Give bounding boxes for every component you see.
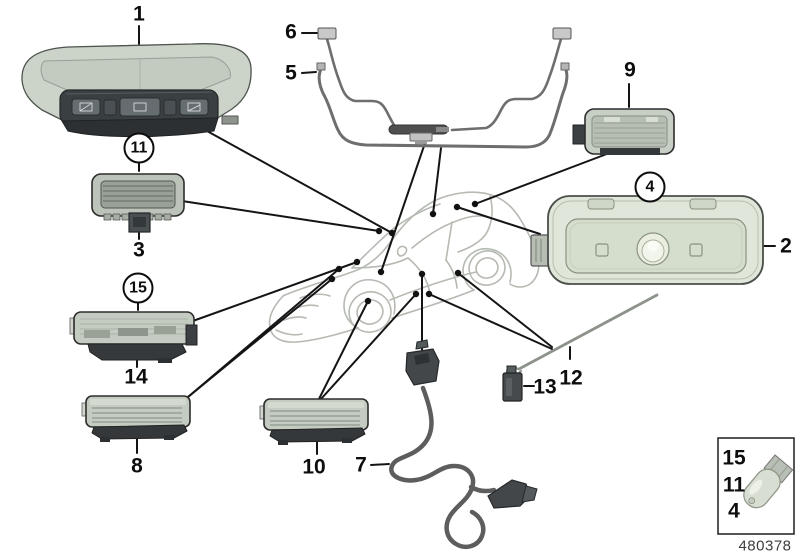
callout-label-12[interactable]: 12 [559, 366, 583, 390]
wiring-harness-5-6 [316, 27, 572, 149]
harness-connector-right [552, 27, 572, 40]
callout-label-7[interactable]: 7 [355, 453, 367, 477]
callout-label-6[interactable]: 6 [285, 20, 297, 44]
legend-bulb-icon [743, 454, 794, 509]
callout-label-8[interactable]: 8 [131, 454, 143, 478]
overhead-console-1 [21, 43, 252, 138]
lamp-9 [572, 108, 675, 155]
callout-label-9[interactable]: 9 [624, 58, 636, 82]
diagram-id: 480378 [738, 537, 792, 555]
lamp-14 [69, 311, 198, 363]
car-sketch [268, 191, 540, 343]
console-button [179, 98, 209, 116]
callout-label-13[interactable]: 13 [533, 375, 557, 399]
location-dots [328, 200, 479, 305]
harness-connector-left [317, 27, 337, 40]
callout-label-2[interactable]: 2 [780, 234, 792, 258]
interior-light-icon [133, 102, 147, 112]
legend-row-4[interactable]: 4 [728, 499, 740, 523]
lamp-9-connector [572, 124, 587, 145]
console-button [119, 97, 161, 117]
lamp-3 [91, 173, 185, 233]
callout-label-5[interactable]: 5 [285, 61, 297, 85]
console-button [103, 99, 117, 116]
lamp-2 [530, 195, 764, 285]
callout-label-10[interactable]: 10 [302, 455, 326, 479]
legend-row-11[interactable]: 11 [722, 473, 746, 497]
lamp-8 [81, 395, 191, 442]
callout-label-3[interactable]: 3 [133, 238, 145, 262]
lamp-10 [259, 398, 369, 445]
callout-circle-15[interactable]: 15 [122, 272, 154, 304]
callout-circle-4[interactable]: 4 [634, 171, 666, 203]
sunroof-icon [79, 102, 93, 112]
console-button [163, 99, 177, 116]
lamp-14-connector [185, 324, 198, 346]
callout-label-1[interactable]: 1 [133, 2, 145, 26]
light-guide-12 [505, 293, 659, 378]
tilt-icon [187, 102, 201, 112]
legend-box [717, 437, 795, 535]
callout-lines [136, 25, 776, 466]
cable-7 [389, 339, 538, 549]
callout-circle-11[interactable]: 11 [123, 132, 155, 164]
connector-13 [502, 365, 523, 402]
legend-row-15[interactable]: 15 [722, 446, 746, 470]
callout-label-14[interactable]: 14 [124, 365, 148, 389]
cable-7-connector-top [405, 348, 440, 386]
